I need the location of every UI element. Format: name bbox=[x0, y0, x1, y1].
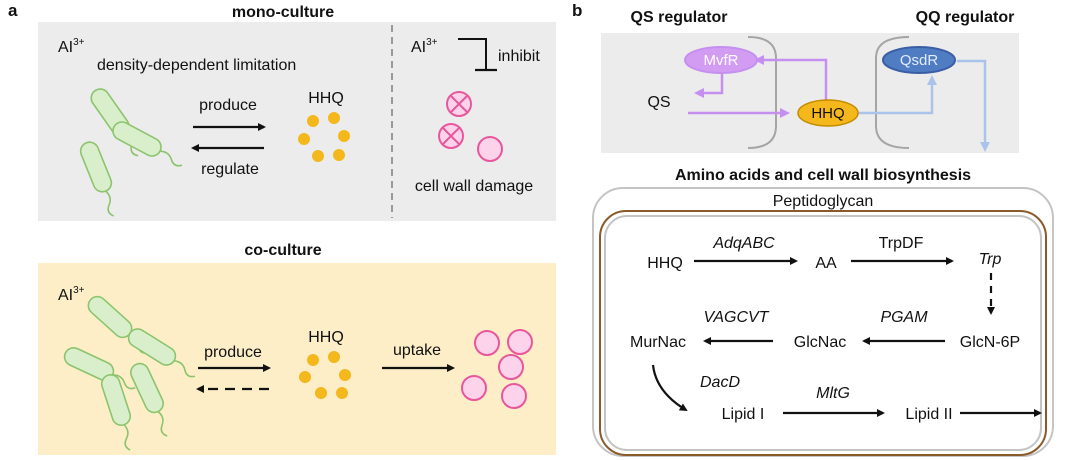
path-node-murnac: MurNac bbox=[630, 334, 686, 351]
mono-ai-inhibit-label: AI3+ bbox=[411, 37, 438, 56]
regulator-box bbox=[601, 33, 1019, 153]
inhibit-line bbox=[458, 38, 487, 70]
cell-icon bbox=[474, 330, 500, 356]
mvfr-label: MvfR bbox=[704, 52, 739, 69]
qq-cell-membrane bbox=[875, 36, 910, 149]
damaged-cells-group bbox=[438, 91, 503, 162]
qq-regulator-title: QQ regulator bbox=[916, 9, 1015, 26]
path-node-glcn6p: GlcN-6P bbox=[960, 334, 1020, 351]
path-node-hhq: HHQ bbox=[647, 255, 683, 272]
panel-b-label: b bbox=[572, 1, 582, 20]
cell-wall-damage-label: cell wall damage bbox=[415, 178, 533, 195]
enzyme-dacd: DacD bbox=[700, 374, 740, 391]
qsdr-label: QsdR bbox=[900, 52, 939, 69]
murnac-to-lipid1-arrow bbox=[651, 364, 688, 412]
co-culture-title: co-culture bbox=[244, 242, 321, 259]
path-node-aa: AA bbox=[815, 255, 837, 272]
qs-label: QS bbox=[647, 94, 670, 111]
cell-icon bbox=[507, 329, 533, 355]
hhq-to-qsdr-arrow bbox=[854, 75, 937, 115]
damaged-cell-icon bbox=[438, 123, 464, 149]
enzyme-mltg: MltG bbox=[816, 385, 850, 402]
damaged-cell-icon bbox=[446, 91, 472, 117]
enzyme-trpdf: TrpDF bbox=[879, 235, 924, 252]
path-node-lipid2: Lipid II bbox=[905, 406, 952, 423]
pathway-title: Amino acids and cell wall biosynthesis bbox=[675, 167, 971, 184]
mono-culture-title: mono-culture bbox=[232, 4, 334, 21]
qsdr-to-pathway-arrow bbox=[957, 59, 990, 152]
cell-icon bbox=[461, 375, 487, 401]
hhq-to-mvfr-arrow bbox=[754, 55, 828, 101]
mono-regulate-label: regulate bbox=[201, 161, 259, 178]
mono-produce-label: produce bbox=[199, 97, 257, 114]
healthy-cells-group bbox=[461, 329, 533, 409]
enzyme-adqabc: AdqABC bbox=[712, 235, 775, 252]
co-ai-label: AI3+ bbox=[58, 285, 85, 304]
cell-icon bbox=[498, 354, 524, 380]
enzyme-pgam: PGAM bbox=[880, 309, 928, 326]
density-limitation-label: density-dependent limitation bbox=[97, 57, 296, 74]
inhibit-label: inhibit bbox=[498, 48, 540, 65]
co-hhq-label: HHQ bbox=[308, 329, 344, 346]
cell-icon bbox=[501, 383, 527, 409]
path-node-glcnac: GlcNac bbox=[794, 334, 846, 351]
path-node-trp: Trp bbox=[979, 251, 1002, 268]
qs-cell-membrane bbox=[747, 36, 777, 149]
enzyme-vagcvt: VAGCVT bbox=[704, 309, 770, 326]
inner-membrane bbox=[604, 215, 1042, 451]
path-node-lipid1: Lipid I bbox=[722, 406, 765, 423]
peptidoglycan-label: Peptidoglycan bbox=[773, 193, 874, 210]
mvfr-to-qs-arrow bbox=[694, 72, 724, 98]
uptake-label: uptake bbox=[393, 342, 441, 359]
mono-hhq-dots bbox=[298, 112, 350, 162]
panel-a-label: a bbox=[8, 1, 18, 20]
hhq-node-label: HHQ bbox=[811, 105, 844, 122]
mvfr-node bbox=[684, 46, 758, 74]
mono-ai-label: AI3+ bbox=[58, 37, 85, 56]
co-hhq-dots bbox=[299, 351, 351, 399]
qs-regulator-title: QS regulator bbox=[631, 9, 728, 26]
qsdr-node bbox=[882, 46, 956, 74]
co-produce-label: produce bbox=[204, 344, 262, 361]
mono-hhq-label: HHQ bbox=[308, 90, 344, 107]
co-culture-box bbox=[38, 263, 556, 455]
cell-icon bbox=[477, 136, 503, 162]
peptidoglycan-layer bbox=[599, 210, 1047, 456]
outer-cell-envelope bbox=[592, 187, 1054, 457]
hhq-node bbox=[797, 99, 859, 127]
